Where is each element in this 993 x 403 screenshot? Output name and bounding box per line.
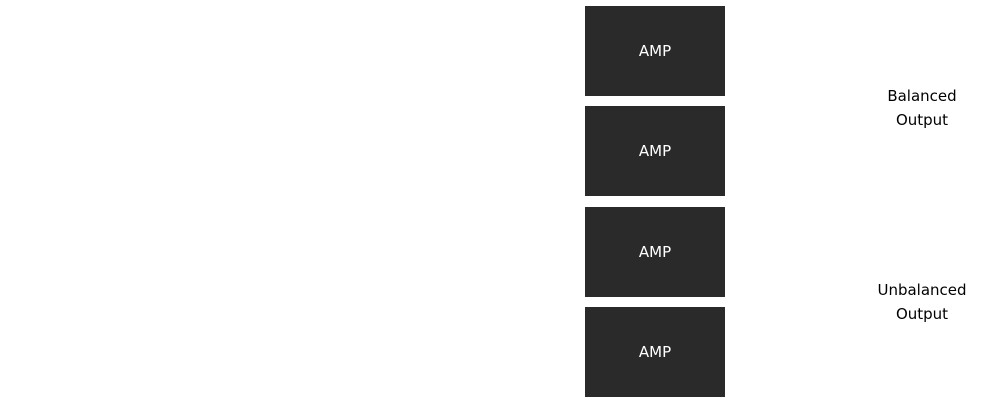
amp-connector-mark [725, 355, 726, 369]
amp-connector-mark [725, 66, 726, 80]
amp-connector-mark [725, 176, 726, 190]
amp-label: AMP [638, 142, 672, 160]
amp-label: AMP [638, 243, 672, 261]
amp-block-3: AMP [585, 207, 726, 297]
amp-label: AMP [638, 42, 672, 60]
balanced-output-label: Balanced Output [862, 84, 982, 132]
amp-block-2: AMP [585, 106, 726, 196]
unbalanced-output-label: Unbalanced Output [862, 278, 982, 326]
balanced-output-line1: Balanced [887, 87, 957, 105]
amp-block-1: AMP [585, 6, 726, 96]
balanced-output-line2: Output [895, 111, 949, 129]
unbalanced-output-line1: Unbalanced [877, 281, 967, 299]
amp-connector-mark [725, 255, 726, 269]
unbalanced-output-line2: Output [895, 305, 949, 323]
amp-connector-mark [725, 34, 726, 48]
amp-block-4: AMP [585, 307, 726, 397]
amp-connector-mark [725, 116, 726, 130]
amp-connector-mark [725, 148, 726, 162]
amp-label: AMP [638, 343, 672, 361]
